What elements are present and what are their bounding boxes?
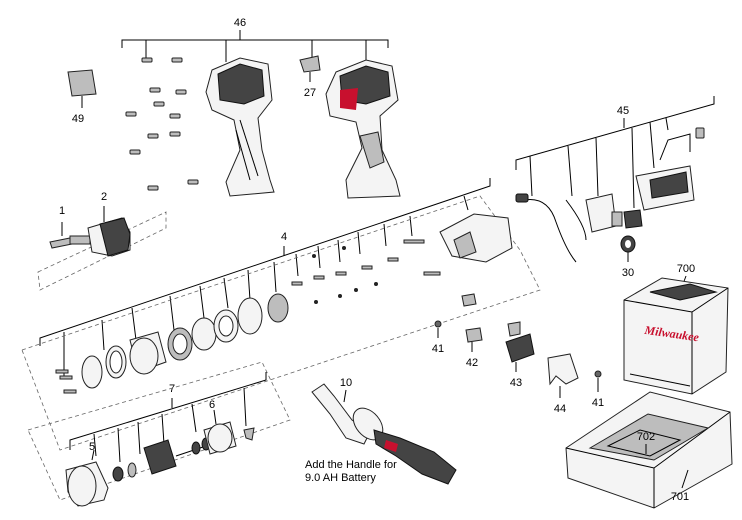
- label-1: 1: [59, 205, 65, 217]
- bracket-46: 46: [121, 17, 389, 62]
- part-27: 27: [299, 55, 321, 99]
- part-42: 42: [461, 293, 483, 369]
- label-41-left: 41: [432, 343, 444, 355]
- bracket-45: 45: [515, 96, 715, 209]
- side-handle-10: 10 Add the Handle for 9.0 AH Battery: [305, 377, 457, 485]
- label-30: 30: [622, 267, 634, 279]
- label-10: 10: [340, 377, 352, 389]
- label-702: 702: [637, 431, 655, 443]
- label-46: 46: [234, 17, 246, 29]
- housing-right-half: [325, 59, 401, 199]
- label-7: 7: [169, 383, 175, 395]
- label-41-right: 41: [592, 397, 604, 409]
- part-49: 49: [67, 69, 97, 125]
- electronics-parts: [515, 127, 705, 263]
- label-700: 700: [677, 263, 695, 275]
- label-6: 6: [209, 399, 215, 411]
- label-44: 44: [554, 403, 566, 415]
- bracket-7: 7: [27, 361, 291, 501]
- handle-note-line1: Add the Handle for: [305, 459, 397, 471]
- handle-note-line2: 9.0 AH Battery: [305, 472, 376, 484]
- insert-tray-701: 702 701: [565, 391, 733, 509]
- label-49: 49: [72, 113, 84, 125]
- label-5: 5: [89, 441, 95, 453]
- label-2: 2: [101, 191, 107, 203]
- part-41-right: 41: [592, 370, 604, 409]
- bracket-4: 4: [21, 178, 541, 451]
- gearbox-parts: [55, 213, 513, 394]
- label-45: 45: [617, 105, 629, 117]
- part-44: 44: [547, 353, 579, 415]
- motor-parts: 5 6: [65, 399, 255, 507]
- part-30: 30: [620, 235, 636, 279]
- label-701: 701: [671, 491, 689, 503]
- chuck-assembly: 1 2: [37, 191, 167, 291]
- housing-left-half: [205, 57, 275, 197]
- housing-screws: [125, 57, 199, 191]
- label-4: 4: [281, 231, 287, 243]
- part-43: 43: [505, 321, 535, 389]
- label-43: 43: [510, 377, 522, 389]
- label-42: 42: [466, 357, 478, 369]
- part-41-left: 41: [432, 320, 444, 355]
- label-27: 27: [304, 87, 316, 99]
